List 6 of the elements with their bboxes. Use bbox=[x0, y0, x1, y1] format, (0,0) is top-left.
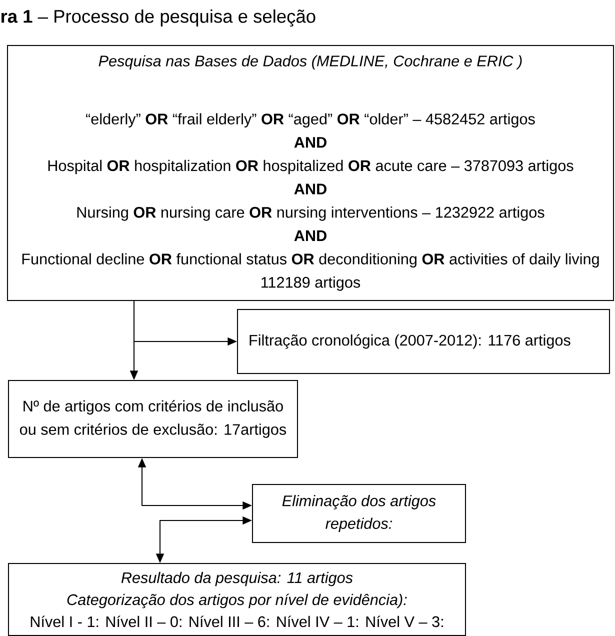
process-box: Pesquisa nas Bases de Dados (MEDLINE, Cochrane e ERIC ) “elderly” OR “frail elderly” OR “aged” OR “older” – 4582452 artigos AND Hospital OR hospitalization OR hospitalized OR acute care – 3787093 artigos AND Nursing OR nursing care OR nursing interventions – 1232922 artigos AND Functional decline OR functional status OR deconditioning OR activities of daily living 112189 artigos bbox=[7, 45, 614, 301]
process-box: Filtração cronológica (2007-2012): 1176 artigos bbox=[237, 309, 610, 374]
figure-title: ra 1 – Processo de pesquisa e seleção bbox=[1, 9, 316, 27]
process-box: Resultado da pesquisa: 11 artigos Categorização dos artigos por nível de evidência): Nível I - 1: Nível II – 0: Nível III – 6: Nível IV – 1: Nível V – 3: bbox=[8, 563, 466, 636]
process-box: Nº de artigos com critérios de inclusão ou sem critérios de exclusão: 17artigos bbox=[8, 380, 298, 458]
process-box: Eliminação dos artigos repetidos: bbox=[252, 484, 466, 543]
